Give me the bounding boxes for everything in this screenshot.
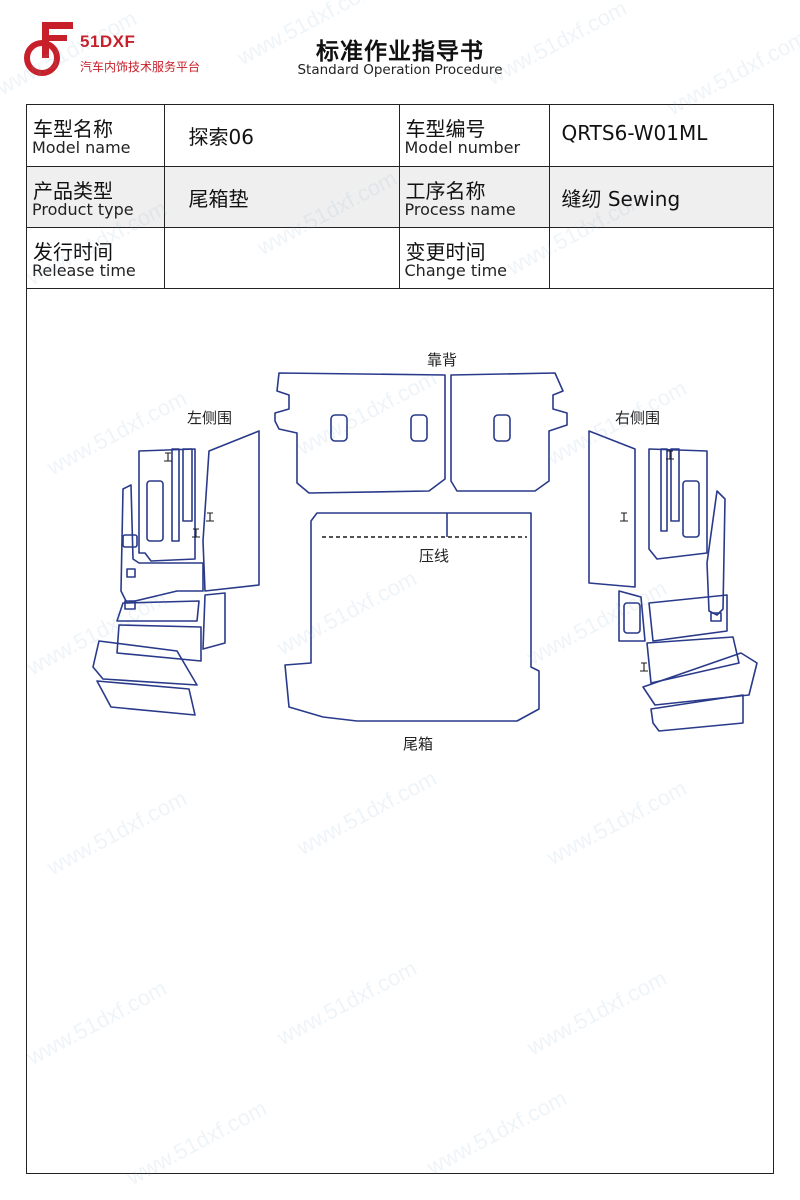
backrest-right-panel	[450, 372, 568, 492]
document-title: 标准作业指导书	[316, 39, 484, 65]
label-release-time: 发行时间 Release time	[27, 226, 165, 289]
label-model-number: 车型编号 Model number	[398, 105, 550, 167]
brand-tagline: 汽车内饰技术服务平台	[80, 60, 201, 74]
brand-logo: 51DXF 汽车内饰技术服务平台	[22, 18, 232, 78]
value-release-time	[163, 226, 400, 289]
label-right-side: 右侧围	[615, 409, 661, 427]
right-side-trim-group	[588, 430, 758, 732]
document-subtitle: Standard Operation Procedure	[297, 62, 503, 78]
pattern-diagram: 靠背 左侧围 右侧围 压线 尾箱	[27, 291, 773, 1171]
brand-name: 51DXF	[80, 32, 136, 51]
value-process-name: 缝纫 Sewing	[548, 165, 773, 228]
value-change-time	[548, 226, 773, 289]
label-change-time: 变更时间 Change time	[398, 226, 550, 289]
backrest-left-hole-2	[410, 414, 428, 442]
label-product-type: 产品类型 Product type	[27, 165, 165, 228]
stop-mark-glyphs	[164, 450, 674, 672]
label-left-side: 左侧围	[187, 409, 233, 427]
label-trunk: 尾箱	[403, 735, 434, 753]
info-row-model: 车型名称 Model name 探索06 车型编号 Model number Q…	[27, 105, 773, 167]
value-model-name: 探索06	[163, 105, 400, 167]
label-model-name: 车型名称 Model name	[27, 105, 165, 167]
info-row-time: 发行时间 Release time 变更时间 Change time	[27, 226, 773, 289]
trunk-floor-panel	[284, 512, 540, 722]
info-row-product: 产品类型 Product type 尾箱垫 工序名称 Process name …	[27, 165, 773, 228]
info-table: 车型名称 Model name 探索06 车型编号 Model number Q…	[27, 105, 773, 289]
document-header: 51DXF 汽车内饰技术服务平台 标准作业指导书 Standard Operat…	[0, 0, 800, 100]
procedure-frame: 车型名称 Model name 探索06 车型编号 Model number Q…	[26, 104, 774, 1174]
value-product-type: 尾箱垫	[163, 165, 400, 228]
brand-logo-icon	[24, 22, 73, 76]
value-model-number: QRTS6-W01ML	[548, 105, 773, 167]
left-side-trim-group	[92, 430, 260, 716]
backrest-left-panel	[274, 372, 446, 494]
label-process-name: 工序名称 Process name	[398, 165, 550, 228]
backrest-right-hole	[493, 414, 511, 442]
backrest-left-hole-1	[330, 414, 348, 442]
label-press-line: 压线	[419, 547, 450, 565]
pattern-drawing	[92, 372, 758, 732]
label-backrest: 靠背	[427, 351, 458, 369]
